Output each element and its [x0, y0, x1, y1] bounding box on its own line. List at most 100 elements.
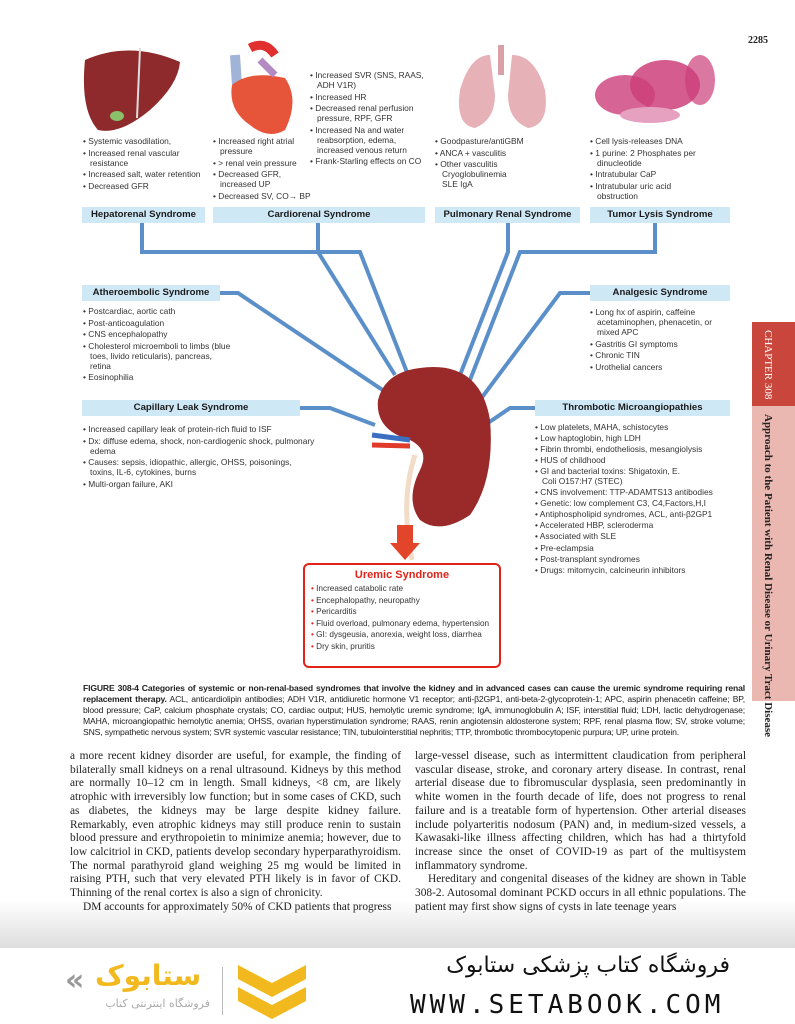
list-item: Increased HR — [310, 92, 428, 102]
list-item: Multi-organ failure, AKI — [83, 479, 318, 489]
list-item: Increased Na and water reabsorption, ede… — [310, 125, 428, 155]
list-item: Urothelial cancers — [590, 362, 715, 372]
list-item: Antiphospholipid syndromes, ACL, anti-β2… — [535, 510, 735, 520]
analgesic-label: Analgesic Syndrome — [590, 285, 730, 301]
list-item: Dx: diffuse edema, shock, non-cardiogeni… — [83, 436, 318, 456]
chapter-title-tab: Approach to the Patient with Renal Disea… — [752, 406, 795, 737]
caption-title: FIGURE 308-4 Categories of systemic or n… — [83, 683, 745, 704]
list-item: Systemic vasodilation, — [83, 136, 203, 146]
list-item: Drugs: mitomycin, calcineurin inhibitors — [535, 565, 735, 576]
list-item: Low haptoglobin, high LDH — [535, 433, 735, 444]
list-item: Encephalopathy, neuropathy — [311, 596, 493, 606]
list-item: Cholesterol microemboli to limbs (blue t… — [83, 341, 233, 371]
list-item: Pericarditis — [311, 607, 493, 617]
caption-text: ACL, anticardiolipin antibodies; ADH V1R… — [83, 694, 746, 737]
logo-subtitle: فروشگاه اینترنتی کتاب — [105, 997, 210, 1010]
list-item: Cell lysis-releases DNA — [590, 136, 700, 146]
list-item: ANCA + vasculitis — [435, 148, 545, 158]
thrombotic-label: Thrombotic Microangiopathies — [535, 400, 730, 416]
connector-arrows — [140, 222, 657, 427]
hepatorenal-label: Hepatorenal Syndrome — [82, 207, 205, 223]
paragraph: Hereditary and congenital diseases of th… — [415, 873, 746, 913]
list-item: Eosinophilia — [83, 372, 233, 382]
uremic-syndrome-box: Uremic Syndrome Increased catabolic rate… — [303, 563, 501, 668]
hepatorenal-list: Systemic vasodilation, Increased renal v… — [83, 136, 203, 192]
list-item: Increased catabolic rate — [311, 584, 493, 594]
list-item: Fibrin thrombi, endotheliosis, mesangiol… — [535, 445, 735, 455]
capillary-leak-label: Capillary Leak Syndrome — [82, 400, 300, 416]
list-item: Post-anticoagulation — [83, 318, 233, 328]
paragraph: large-vessel disease, such as intermitte… — [415, 750, 746, 872]
list-item: 1 purine: 2 Phosphates per dinucleotide — [590, 148, 700, 168]
tumor-lysis-list: Cell lysis-releases DNA 1 purine: 2 Phos… — [590, 136, 700, 202]
store-name: فروشگاه کتاب پزشکی ستابوک — [446, 953, 730, 978]
logo-text: ستابوک — [95, 959, 202, 992]
list-item: Increased right atrial pressure — [213, 136, 313, 156]
list-item: CNS encephalopathy — [83, 329, 233, 339]
logo-arrows-icon: « — [65, 963, 85, 998]
list-item: Other vasculitis Cryoglobulinemia SLE Ig… — [435, 159, 506, 189]
scan-shadow — [0, 900, 795, 948]
tumor-cells-illustration — [595, 55, 715, 123]
atheroembolic-list: Postcardiac, aortic cath Post-anticoagul… — [83, 306, 233, 384]
chapter-number: CHAPTER 308 — [762, 330, 774, 400]
list-item: HUS of childhood — [535, 456, 735, 466]
list-item: Decreased SV, CO→ BP — [213, 191, 313, 201]
liver-illustration — [83, 47, 180, 131]
store-url[interactable]: WWW.SETABOOK.COM — [410, 990, 725, 1020]
setabook-chevron-logo-icon — [238, 965, 306, 1019]
list-item: Decreased renal perfusion pressure, RPF,… — [310, 103, 428, 123]
list-item: Increased renal vascular resistance — [83, 148, 203, 168]
list-item: GI and bacterial toxins: Shigatoxin, E. … — [535, 467, 695, 486]
list-item: Frank-Starling effects on CO — [310, 156, 428, 166]
chapter-tab: CHAPTER 308 — [752, 322, 795, 406]
list-item: Fluid overload, pulmonary edema, hyperte… — [311, 619, 493, 629]
tumor-lysis-label: Tumor Lysis Syndrome — [590, 207, 730, 223]
paragraph: DM accounts for approximately 50% of CKD… — [83, 900, 392, 913]
thrombotic-list: Low platelets, MAHA, schistocytes Low ha… — [535, 422, 735, 577]
list-item: Accelerated HBP, scleroderma — [535, 521, 735, 531]
divider — [222, 967, 223, 1015]
cardiorenal-list-left: Increased right atrial pressure > renal … — [213, 136, 313, 202]
atheroembolic-label: Atheroembolic Syndrome — [82, 285, 220, 301]
capillary-leak-list: Increased capillary leak of protein-rich… — [83, 424, 318, 490]
lungs-illustration — [459, 45, 546, 128]
list-item: > renal vein pressure — [213, 158, 313, 168]
page-number: 2285 — [748, 35, 768, 46]
footer-watermark: « ستابوک فروشگاه اینترنتی کتاب فروشگاه ک… — [0, 948, 795, 1024]
uremic-label: Uremic Syndrome — [354, 569, 450, 581]
list-item: Goodpasture/antiGBM — [435, 136, 545, 146]
list-item: Chronic TIN — [590, 350, 715, 360]
list-item: Low platelets, MAHA, schistocytes — [535, 422, 735, 433]
cardiorenal-label: Cardiorenal Syndrome — [213, 207, 425, 223]
body-column-left: a more recent kidney disorder are useful… — [70, 750, 401, 914]
list-item: Postcardiac, aortic cath — [83, 306, 233, 316]
chapter-title: Approach to the Patient with Renal Disea… — [762, 414, 774, 738]
list-item: Post-transplant syndromes — [535, 554, 735, 565]
list-item: Long hx of aspirin, caffeine acetaminoph… — [590, 307, 715, 337]
list-item: Intratubular CaP — [590, 169, 700, 179]
list-item: CNS involvement: TTP-ADAMTS13 antibodies — [535, 487, 735, 498]
list-item: Increased capillary leak of protein-rich… — [83, 424, 318, 434]
diagram-graphics — [83, 40, 715, 561]
list-item: Causes: sepsis, idiopathic, allergic, OH… — [83, 457, 318, 477]
kidney-illustration — [371, 367, 491, 561]
pulmonary-list: Goodpasture/antiGBM ANCA + vasculitis Ot… — [435, 136, 545, 191]
heart-illustration — [230, 40, 293, 134]
list-item: Decreased GFR, increased UP — [213, 169, 313, 189]
list-item: Dry skin, pruritis — [311, 642, 493, 652]
list-item: Gastritis GI symptoms — [590, 339, 715, 349]
list-item: Associated with SLE — [535, 532, 735, 542]
analgesic-list: Long hx of aspirin, caffeine acetaminoph… — [590, 307, 715, 373]
list-item: Increased salt, water retention — [83, 169, 203, 179]
list-item: Increased SVR (SNS, RAAS, ADH V1R) — [310, 70, 428, 90]
pulmonary-label: Pulmonary Renal Syndrome — [435, 207, 580, 223]
list-item: Pre-eclampsia — [535, 543, 735, 554]
paragraph: a more recent kidney disorder are useful… — [70, 750, 401, 900]
list-item: GI: dysgeusia, anorexia, weight loss, di… — [311, 630, 493, 640]
list-item: Genetic: low complement C3, C4,Factors,H… — [535, 499, 735, 509]
list-item: Intratubular uric acid obstruction — [590, 181, 700, 201]
body-column-right: large-vessel disease, such as intermitte… — [415, 750, 746, 914]
list-item: Decreased GFR — [83, 181, 203, 191]
cardiorenal-list-right: Increased SVR (SNS, RAAS, ADH V1R) Incre… — [310, 70, 428, 168]
